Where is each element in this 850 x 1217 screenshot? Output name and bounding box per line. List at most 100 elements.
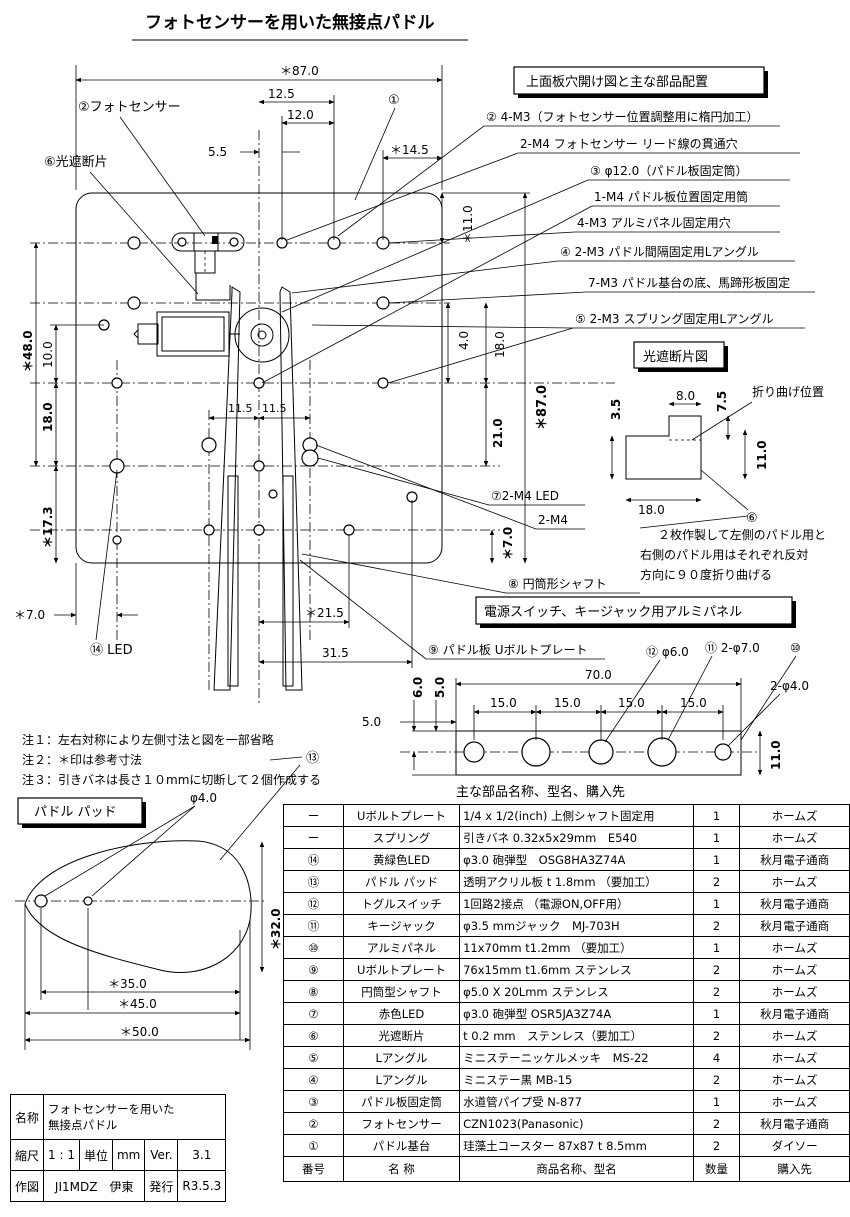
row-model: φ3.5 mmジャック MJ-703H	[459, 914, 694, 937]
hole-m3	[203, 524, 215, 536]
row-name: パドル基台	[342, 1134, 461, 1157]
row-model: φ3.0 砲弾型 OSG8HA3Z74A	[459, 848, 694, 871]
row-no: ⑪	[283, 914, 344, 937]
row-name: パドル パッド	[342, 870, 461, 893]
callout-6: ④ 2-M3 パドル間隔固定用Lアングル	[560, 244, 759, 259]
drawn-value: JI1MDZ 伊東	[43, 1170, 146, 1202]
row-qty: 2	[692, 914, 741, 937]
row-qty: 2	[692, 1112, 741, 1135]
plan-callouts: ② 4-M3（フォトセンサー位置調整用に楕円加工） 2-M4 フォトセンサー リ…	[261, 109, 815, 660]
row-name: パドル板固定筒	[342, 1090, 461, 1113]
pad-hole: φ4.0	[190, 791, 217, 805]
dim-17-3: ＊17.3	[41, 506, 55, 548]
drawn-label: 作図	[9, 1170, 45, 1202]
shutter-marker-6: ⑥	[746, 511, 758, 526]
header-model: 商品名称、型名	[459, 1156, 694, 1182]
row-name: 円筒型シャフト	[342, 980, 461, 1003]
panel-h11: ⑪ 2-φ7.0	[705, 641, 760, 655]
panel-d4: 2-φ4.0	[770, 679, 809, 693]
shutter-label: ⑥光遮断片	[44, 154, 108, 170]
pad-dim-35: ＊35.0	[108, 977, 147, 991]
row-name: Lアングル	[342, 1046, 461, 1069]
name-label: 名称	[9, 1094, 45, 1140]
table-header-row: 番号名 称商品名称、型名数量購入先	[283, 1156, 850, 1182]
paddle-tube	[234, 307, 290, 363]
dim-11-5-a: 11.5	[228, 402, 253, 415]
issue-label: 発行	[144, 1170, 179, 1202]
row-model: 76x15mm t1.6mm ステンレス	[459, 958, 694, 981]
row-name: キージャック	[342, 914, 461, 937]
row-no: ⑬	[283, 870, 344, 893]
led-label: ⑭ LED	[90, 643, 133, 658]
row-no: ー	[283, 804, 344, 827]
panel-dim-5-v: 5.0	[433, 677, 447, 698]
note-3: 注３：引きバネは長さ１０mmに切断して２個作成する	[22, 772, 321, 787]
dim-21-0: 21.0	[491, 418, 505, 448]
row-shop: ホームズ	[739, 826, 850, 849]
hole-m3	[253, 460, 265, 472]
drawing-title: フォトセンサーを用いた無接点パドル	[145, 12, 435, 33]
dim-12-0: 12.0	[287, 108, 314, 122]
shutter-dim-18: 18.0	[638, 503, 665, 517]
callout-5: 4-M3 アルミパネル固定用穴	[577, 215, 731, 230]
hole-m3	[127, 296, 141, 310]
row-name: 赤色LED	[342, 1002, 461, 1025]
dim-11-0: ＊11.0	[461, 205, 475, 244]
dim-5-5: 5.5	[208, 145, 227, 159]
row-shop: 秋月電子通商	[739, 1002, 850, 1025]
shutter-dim-7-5: 7.5	[715, 391, 729, 412]
row-name: 光遮断片	[342, 1024, 461, 1047]
row-no: ⑩	[283, 936, 344, 959]
shutter-heading: 光遮断片図	[643, 349, 708, 365]
row-model: CZN1023(Panasonic)	[459, 1112, 694, 1135]
row-no: ⑧	[283, 980, 344, 1003]
row-no: ⑦	[283, 1002, 344, 1025]
row-shop: ホームズ	[739, 936, 850, 959]
dim-18-0-left: 18.0	[41, 402, 55, 432]
dim-14-5: ＊14.5	[390, 143, 429, 157]
row-qty: 2	[692, 870, 741, 893]
row-shop: ホームズ	[739, 870, 850, 893]
row-qty: 4	[692, 1046, 741, 1069]
unit-label: 単位	[78, 1139, 113, 1171]
pad-dim-50: ＊50.0	[120, 1025, 159, 1039]
row-model: t 0.2 mm ステンレス（要加工）	[459, 1024, 694, 1047]
row-model: φ3.0 砲弾型 OSR5JA3Z74A	[459, 1002, 694, 1025]
row-shop: ホームズ	[739, 1090, 850, 1113]
marker-13: ⑬	[306, 751, 319, 766]
issue-value: R3.5.3	[177, 1170, 227, 1202]
row-no: ⑨	[283, 958, 344, 981]
panel-dim-5: 5.0	[362, 715, 381, 729]
panel-heading-box	[475, 596, 793, 625]
name-line-1: フォトセンサーを用いた	[48, 1102, 175, 1116]
row-qty: 1	[692, 1002, 741, 1025]
dim-10-0: 10.0	[41, 341, 55, 368]
row-shop: ホームズ	[739, 1046, 850, 1069]
unit-value: mm	[111, 1139, 146, 1171]
row-no: ①	[283, 1134, 344, 1157]
row-model: ミニステー黒 MB-15	[459, 1068, 694, 1091]
panel-dim-15-d: 15.0	[680, 696, 707, 710]
row-no: ⑤	[283, 1046, 344, 1069]
panel-h12: ⑫ φ6.0	[646, 645, 689, 659]
row-model: 11x70mm t1.2mm （要加工）	[459, 936, 694, 959]
row-name: アルミパネル	[342, 936, 461, 959]
row-shop: ホームズ	[739, 804, 850, 827]
u-bolt-plate-right	[282, 475, 294, 687]
title-block: 名称 フォトセンサーを用いた無接点パドル 縮尺 1 : 1 単位 mm Ver.…	[9, 1094, 227, 1202]
row-shop: 秋月電子通商	[739, 848, 850, 871]
shutter-note-3: 方向に９０度折り曲げる	[640, 567, 772, 582]
hole-m3	[253, 524, 265, 536]
row-no: ⑥	[283, 1024, 344, 1047]
callout-4: 1-M4 パドル板位置固定用筒	[594, 189, 748, 204]
header-shop: 購入先	[739, 1156, 850, 1182]
hole-m3	[377, 377, 389, 389]
parts-caption: 主な部品名称、型名、購入先	[456, 784, 625, 800]
u-bolt-plate-left	[227, 475, 239, 687]
dim-11-5-b: 11.5	[262, 402, 287, 415]
note-1: 注１：左右対称により左側寸法と図を一部省略	[22, 732, 274, 747]
